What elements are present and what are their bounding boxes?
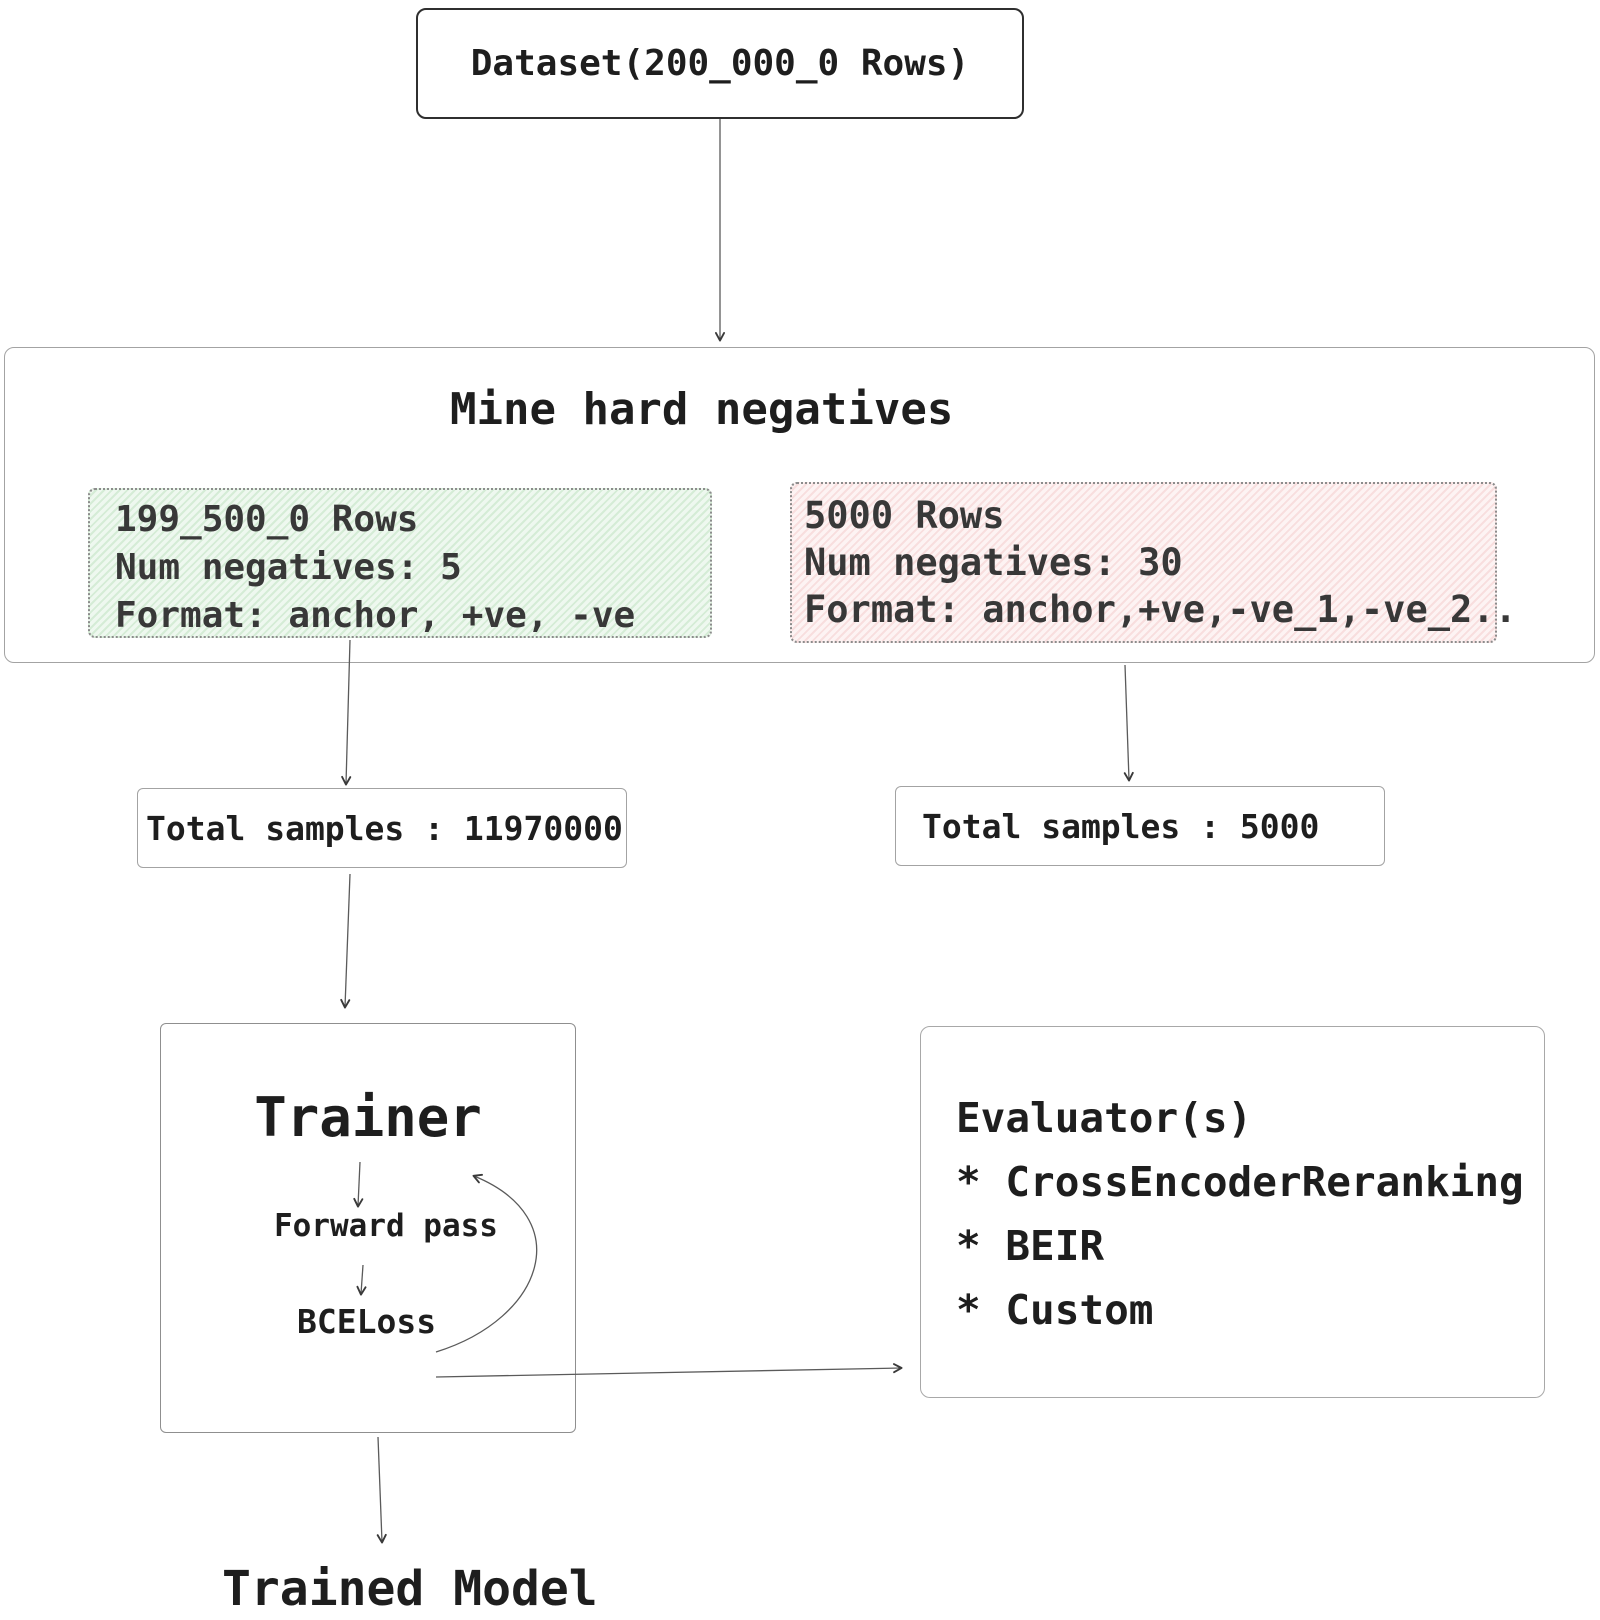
mine-hard-negatives-title: Mine hard negatives: [450, 384, 954, 435]
evaluator-item-beir: * BEIR: [956, 1222, 1105, 1270]
arrow-trainer-to-trained-model: [376, 1436, 387, 1544]
dataset-node: Dataset(200_000_0 Rows): [416, 8, 1024, 119]
trainer-title: Trainer: [254, 1086, 482, 1149]
total-samples-train-node: Total samples : 11970000: [137, 788, 627, 868]
train-split-rows: 199_500_0 Rows: [115, 499, 419, 540]
total-samples-eval-label: Total samples : 5000: [922, 806, 1320, 846]
trainer-forward-pass-label: Forward pass: [274, 1208, 498, 1244]
arrow-eval-split-to-total: [1123, 664, 1134, 782]
eval-split-rows: 5000 Rows: [804, 494, 1005, 537]
total-samples-eval-node: Total samples : 5000: [895, 786, 1385, 866]
train-split-num-negatives: Num negatives: 5: [115, 547, 462, 588]
eval-split-box: 5000 Rows Num negatives: 30 Format: anch…: [790, 482, 1517, 643]
evaluator-node: [920, 1026, 1545, 1398]
arrow-total-to-trainer: [340, 873, 351, 1009]
total-samples-train-label: Total samples : 11970000: [146, 808, 623, 848]
eval-split-num-negatives: Num negatives: 30: [804, 541, 1183, 584]
train-split-format: Format: anchor, +ve, -ve: [115, 595, 636, 636]
eval-split-format: Format: anchor,+ve,-ve_1,-ve_2..: [804, 588, 1517, 631]
trainer-bceloss-label: BCELoss: [297, 1302, 437, 1341]
evaluator-title: Evaluator(s): [956, 1094, 1253, 1142]
evaluator-item-custom: * Custom: [956, 1286, 1154, 1334]
train-split-box: 199_500_0 Rows Num negatives: 5 Format: …: [88, 488, 712, 638]
dataset-label: Dataset(200_000_0 Rows): [470, 42, 970, 84]
trained-model-label: Trained Model: [222, 1561, 598, 1617]
evaluator-item-cross-encoder-reranking: * CrossEncoderReranking: [956, 1158, 1524, 1206]
